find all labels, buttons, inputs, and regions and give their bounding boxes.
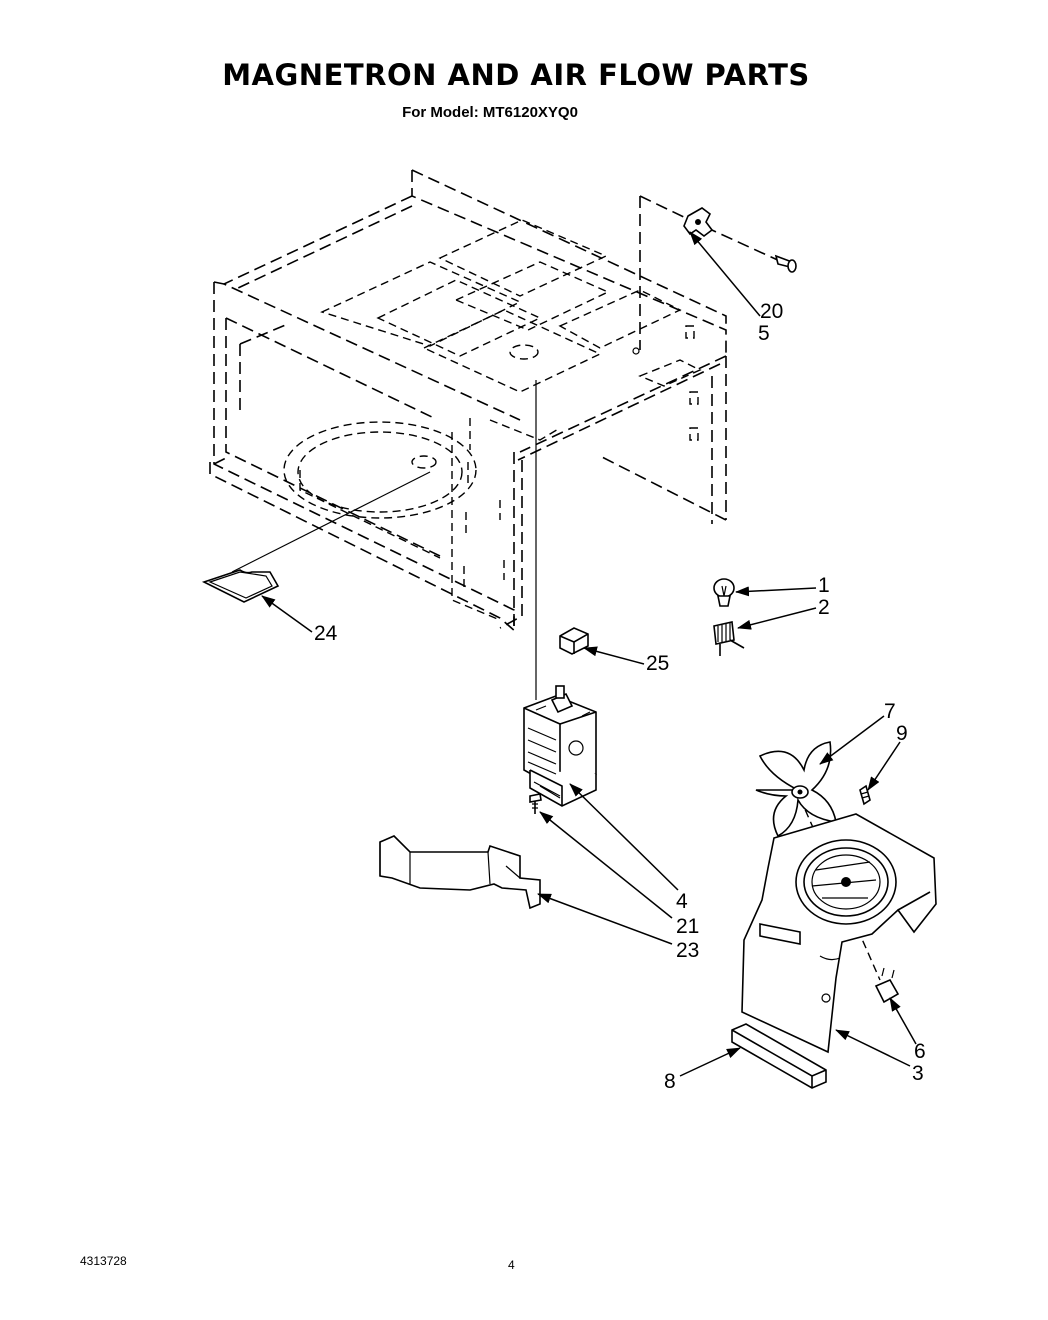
- callout-6: 6: [914, 1040, 926, 1063]
- oven-cavity-outline: [209, 169, 727, 633]
- callout-21: 21: [676, 915, 699, 938]
- part-9-screw: [859, 784, 871, 806]
- callout-25: 25: [646, 652, 669, 675]
- callout-5: 5: [758, 322, 770, 345]
- part-23-air-guide: [379, 835, 541, 910]
- callout-9: 9: [896, 722, 908, 745]
- part-24-cover-plate: [201, 569, 280, 603]
- page-title: MAGNETRON AND AIR FLOW PARTS: [222, 58, 810, 92]
- part-1-lamp: [713, 578, 735, 607]
- callout-leaders: [261, 231, 917, 1077]
- page-number: 4: [508, 1258, 515, 1272]
- part-2-socket: [713, 621, 745, 656]
- document-code: 4313728: [80, 1254, 127, 1268]
- callout-23: 23: [676, 939, 699, 962]
- part-5-bracket: [683, 207, 714, 237]
- callout-4: 4: [676, 890, 688, 913]
- part-25-block: [559, 627, 589, 655]
- callout-2: 2: [818, 596, 830, 619]
- part-8-foam-strip: [731, 1023, 827, 1089]
- callout-3: 3: [912, 1062, 924, 1085]
- callout-24: 24: [314, 622, 338, 645]
- part-21-screw: [529, 793, 542, 814]
- callout-7: 7: [884, 700, 896, 723]
- part-4-magnetron: [523, 685, 597, 807]
- part-20-screw: [774, 254, 797, 273]
- callout-20: 20: [760, 300, 783, 323]
- part-7-fan-blade: [755, 741, 837, 838]
- model-subtitle: For Model: MT6120XYQ0: [402, 104, 578, 121]
- callout-1: 1: [818, 574, 830, 597]
- part-3-fan-housing: [741, 813, 937, 1054]
- part-6-connector: [874, 967, 900, 1004]
- callout-8: 8: [664, 1070, 676, 1093]
